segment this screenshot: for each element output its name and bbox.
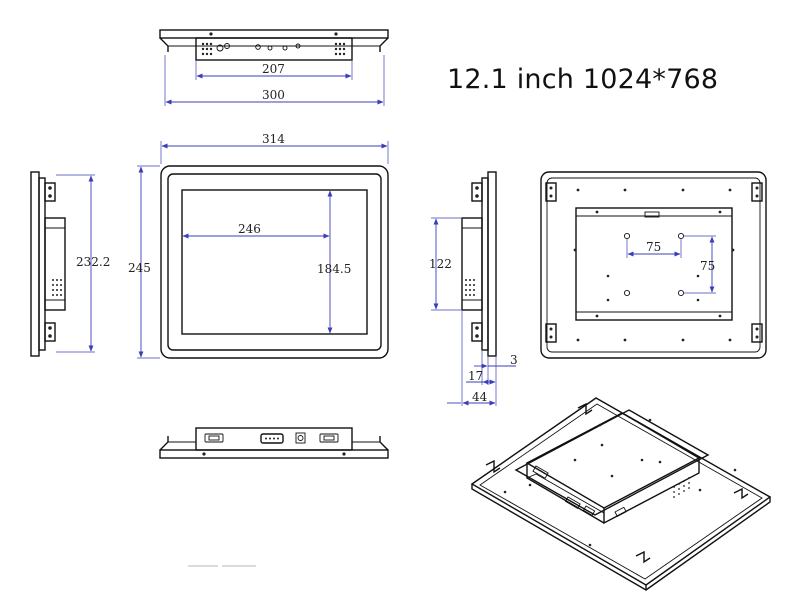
- right-vent-dots: [465, 279, 475, 296]
- dim-side-232-2: 232.2: [76, 255, 110, 269]
- left-vent-dots: [52, 279, 62, 296]
- left-side-view: 232.2: [30, 171, 110, 357]
- dim-vesa-75-h: 75: [646, 240, 661, 254]
- dim-vesa-75-v: 75: [700, 259, 715, 273]
- isometric-view: [470, 397, 772, 591]
- dim-top-207: 207: [262, 62, 285, 76]
- front-view: 314 245 246 184.5: [128, 132, 389, 359]
- right-side-view: 122 3 17 44: [429, 171, 518, 406]
- iso-vent-dots: [673, 477, 690, 498]
- dim-front-314: 314: [262, 132, 285, 146]
- dim-depth-44: 44: [472, 390, 488, 404]
- dim-front-245: 245: [128, 261, 151, 275]
- dim-depth-3: 3: [510, 353, 518, 367]
- iso-screw-holes: [503, 418, 737, 547]
- dim-screen-184-5: 184.5: [317, 262, 351, 276]
- dim-top-300: 300: [262, 88, 285, 102]
- rear-view: 75 75: [540, 171, 767, 359]
- top-view: 207 300: [159, 29, 389, 106]
- rear-screw-holes: [573, 188, 735, 342]
- dim-screen-246: 246: [238, 222, 261, 236]
- product-title: 12.1 inch 1024*768: [447, 64, 719, 95]
- bottom-view: [159, 427, 389, 459]
- top-connector-dots: [201, 42, 346, 56]
- dim-depth-17: 17: [468, 369, 483, 383]
- dim-side-122: 122: [429, 257, 452, 271]
